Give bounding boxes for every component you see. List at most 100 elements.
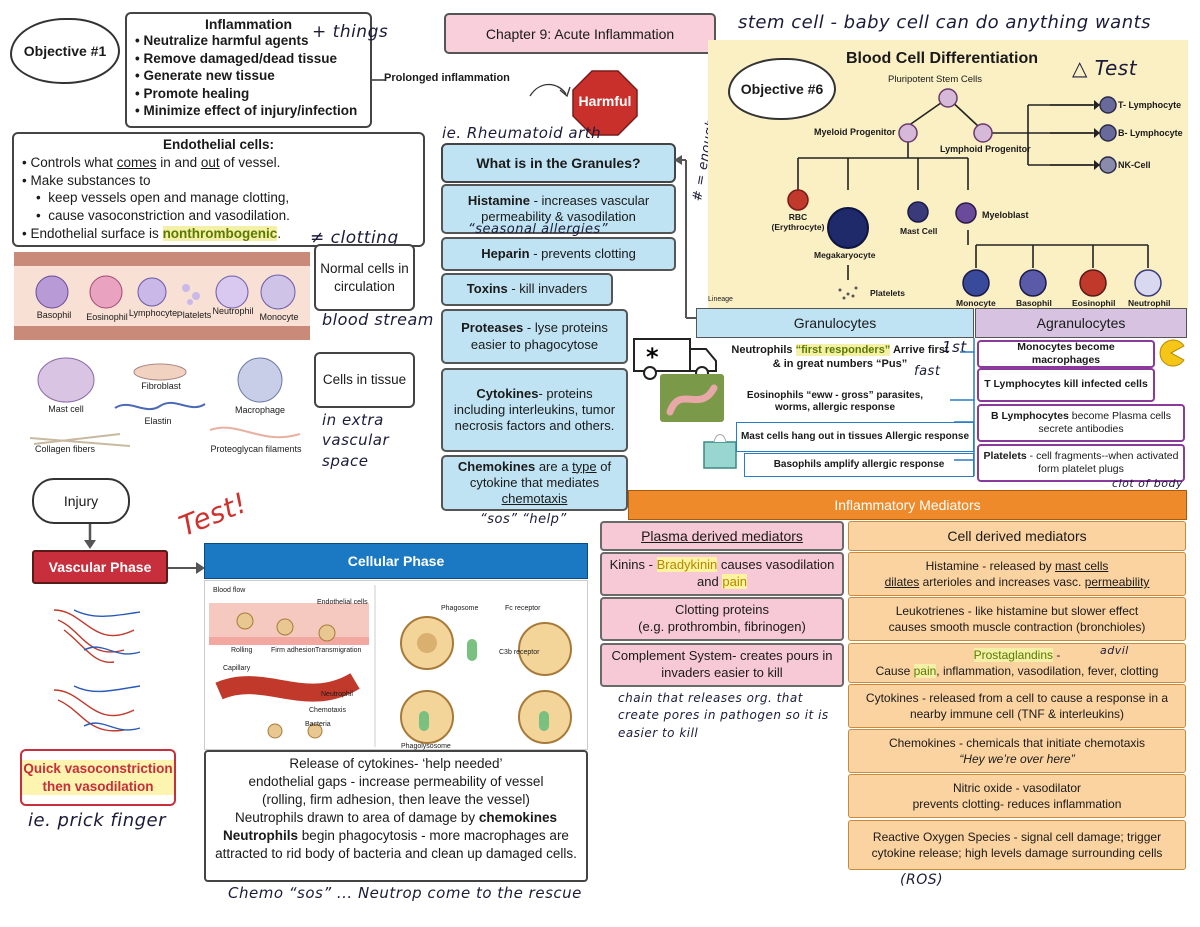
vessel-label: Lymphocyte <box>128 308 178 318</box>
blood-diff-label: Megakaryocyte <box>814 250 876 260</box>
granules-title-box: What is in the Granules? <box>441 143 676 183</box>
quick-vaso-label: Quick vasoconstriction then vasodilation <box>22 759 174 796</box>
endothelial-title: Endothelial cells: <box>162 137 275 152</box>
cells-tissue-label: Cells in tissue <box>322 372 407 388</box>
nitric-oxide-box: Nitric oxide - vasodilator prevents clot… <box>848 774 1186 818</box>
agranulocytes-header: Agranulocytes <box>975 308 1187 338</box>
cellular-phase-label: Cellular Phase <box>347 553 445 569</box>
blood-diff-lineage: Lineage <box>708 296 733 303</box>
vessel-drawing-icon <box>14 252 310 340</box>
blood-diff-label: Platelets <box>870 288 905 298</box>
blood-diff-label: Mast Cell <box>900 226 938 236</box>
histamine-mediator-box: Histamine - released by mast cells dilat… <box>848 552 1186 596</box>
note-clot-of-body: clot of body <box>1112 477 1183 490</box>
cellular-fig-label: Firm adhesion <box>271 647 316 654</box>
normal-cells-label: Normal cells in circulation <box>320 260 409 294</box>
blood-diff-title: Blood Cell Differentiation <box>846 50 1038 67</box>
blood-diff-label: Basophil <box>1016 298 1052 308</box>
cytokine-line: Neutrophils begin phagocytosis - more ma… <box>215 827 577 861</box>
cellular-phase-figure: Blood flow Endothelial cells Rolling Fir… <box>204 580 588 750</box>
cytokines-mediator-box: Cytokines - released from a cell to caus… <box>848 684 1186 728</box>
endothelial-line4: • cause vasoconstriction and vasodilatio… <box>36 208 290 224</box>
histamine-mediator-line1: Histamine - released by mast cells <box>925 558 1109 573</box>
chemo-line1: Chemokines - chemicals that initiate che… <box>888 735 1146 750</box>
mediators-header: Inflammatory Mediators <box>628 490 1187 520</box>
tissue-label: Collagen fibers <box>34 444 96 454</box>
cytokine-line: endothelial gaps - increase permeability… <box>248 773 544 789</box>
mediators-title: Inflammatory Mediators <box>834 497 981 513</box>
cells-tissue-box: Cells in tissue <box>314 352 415 408</box>
inflammation-item: Minimize effect of injury/infection <box>135 102 362 120</box>
blood-diff-label: NK-Cell <box>1118 160 1151 170</box>
harmful-stop-sign: Harmful <box>572 70 638 136</box>
vessel-label: Eosinophil <box>86 312 128 322</box>
cytokines-text: Cytokines- proteins including interleuki… <box>453 385 616 434</box>
cellular-fig-label: Chemotaxis <box>309 707 346 714</box>
granulocytes-header: Granulocytes <box>696 308 974 338</box>
cellular-fig-label: Neutrophil <box>321 691 353 698</box>
blood-vessel-illustration: Basophil Eosinophil Lymphocyte Platelets… <box>14 250 310 342</box>
blood-diff-label: RBC (Erythrocyte) <box>771 212 825 232</box>
inflammation-title: Inflammation <box>204 16 293 32</box>
histamine-box: Histamine - increases vascular permeabil… <box>441 184 676 234</box>
note-fast: fast <box>914 364 941 379</box>
normal-cells-box: Normal cells in circulation <box>314 244 415 311</box>
chemokines-text: Chemokines are a type of cytokine that m… <box>457 458 612 507</box>
phase-arrow <box>168 562 205 574</box>
note-test-triangle: △ Test <box>1072 56 1138 80</box>
cytokine-release-box: Release of cytokines- ‘help needed’ endo… <box>204 750 588 882</box>
leukocyte-migration-icon <box>209 585 572 747</box>
prostaglandins-box: Prostaglandins - Cause pain, inflammatio… <box>848 643 1186 683</box>
note-chain: chain that releases org. that create por… <box>618 691 829 740</box>
vessel-label: Monocyte <box>259 312 299 322</box>
prosta-line1: Prostaglandins - <box>973 647 1061 662</box>
eosinophils-text: Eosinophils “eww - gross” parasites, wor… <box>746 389 924 414</box>
harmful-label: Harmful <box>578 93 632 109</box>
tissue-label: Mast cell <box>48 404 84 414</box>
vessel-label: Basophil <box>36 310 72 320</box>
b-lymphocytes-text: B Lymphocytes become Plasma cells secret… <box>991 409 1171 435</box>
chapter-title: Chapter 9: Acute Inflammation <box>485 25 675 42</box>
kinins-box: Kinins - Bradykinin causes vasodilation … <box>600 552 844 596</box>
objective-6-cloud: Objective #6 <box>728 58 836 120</box>
nitric-line1: Nitric oxide - vasodilator <box>952 780 1082 795</box>
basophils-text: Basophils amplify allergic response <box>773 458 945 470</box>
mast-cells-row: Mast cells hang out in tissues Allergic … <box>736 422 974 452</box>
mast-cells-text: Mast cells hang out in tissues Allergic … <box>740 430 970 442</box>
clotting-line2: (e.g. prothrombin, fibrinogen) <box>638 619 806 634</box>
platelets-row: Platelets - cell fragments--when activat… <box>977 444 1185 482</box>
endothelial-line5: • Endothelial surface is nonthrombogenic… <box>22 226 282 242</box>
neutrophils-text: Neutrophils “first responders” Arrive fi… <box>731 344 949 370</box>
note-things: + things <box>312 22 389 42</box>
cytokine-line: (rolling, firm adhesion, then leave the … <box>262 791 530 807</box>
granules-title: What is in the Granules? <box>476 155 641 171</box>
proteases-box: Proteases - lyse proteins easier to phag… <box>441 309 628 364</box>
tissue-label: Elastin <box>144 416 172 426</box>
prolonged-arrow <box>372 79 571 98</box>
note-test: Test! <box>174 486 252 543</box>
inflammation-item: Promote healing <box>135 85 362 103</box>
toxins-text: Toxins - kill invaders <box>466 281 588 297</box>
chemo-line2: “Hey we’re over here” <box>959 752 1075 766</box>
objective-6-label: Objective #6 <box>740 81 824 97</box>
vessel-label: Neutrophil <box>212 306 254 316</box>
blood-diff-label: Neutrophil <box>1128 298 1171 308</box>
plasma-title: Plasma derived mediators <box>641 527 803 544</box>
cellular-fig-label: Fc receptor <box>505 605 541 612</box>
worm-icon <box>666 384 718 416</box>
heparin-box: Heparin - prevents clotting <box>441 237 676 271</box>
cellular-fig-label: Bacteria <box>305 721 331 728</box>
tissue-label: Proteoglycan filaments <box>210 444 302 454</box>
note-chemo-sos: Chemo “sos” ... Neutrop come to the resc… <box>228 884 582 902</box>
note-prick-finger: ie. prick finger <box>28 810 167 831</box>
quick-vaso-box: Quick vasoconstriction then vasodilation <box>20 749 176 806</box>
cellular-fig-label: Endothelial cells <box>317 599 368 606</box>
nitric-line2: prevents clotting- reduces inflammation <box>912 797 1122 811</box>
neutrophils-row: Neutrophils “first responders” Arrive fi… <box>724 340 956 376</box>
vascular-diagram-icon <box>53 609 141 732</box>
cell-derived-title: Cell derived mediators <box>947 527 1087 544</box>
pacman-icon <box>1159 339 1185 367</box>
note-extra-vascular: in extra vascular space <box>322 411 390 470</box>
endothelial-box: Endothelial cells: • Controls what comes… <box>12 132 425 247</box>
note-sos-help: “sos” “help” <box>480 512 567 527</box>
